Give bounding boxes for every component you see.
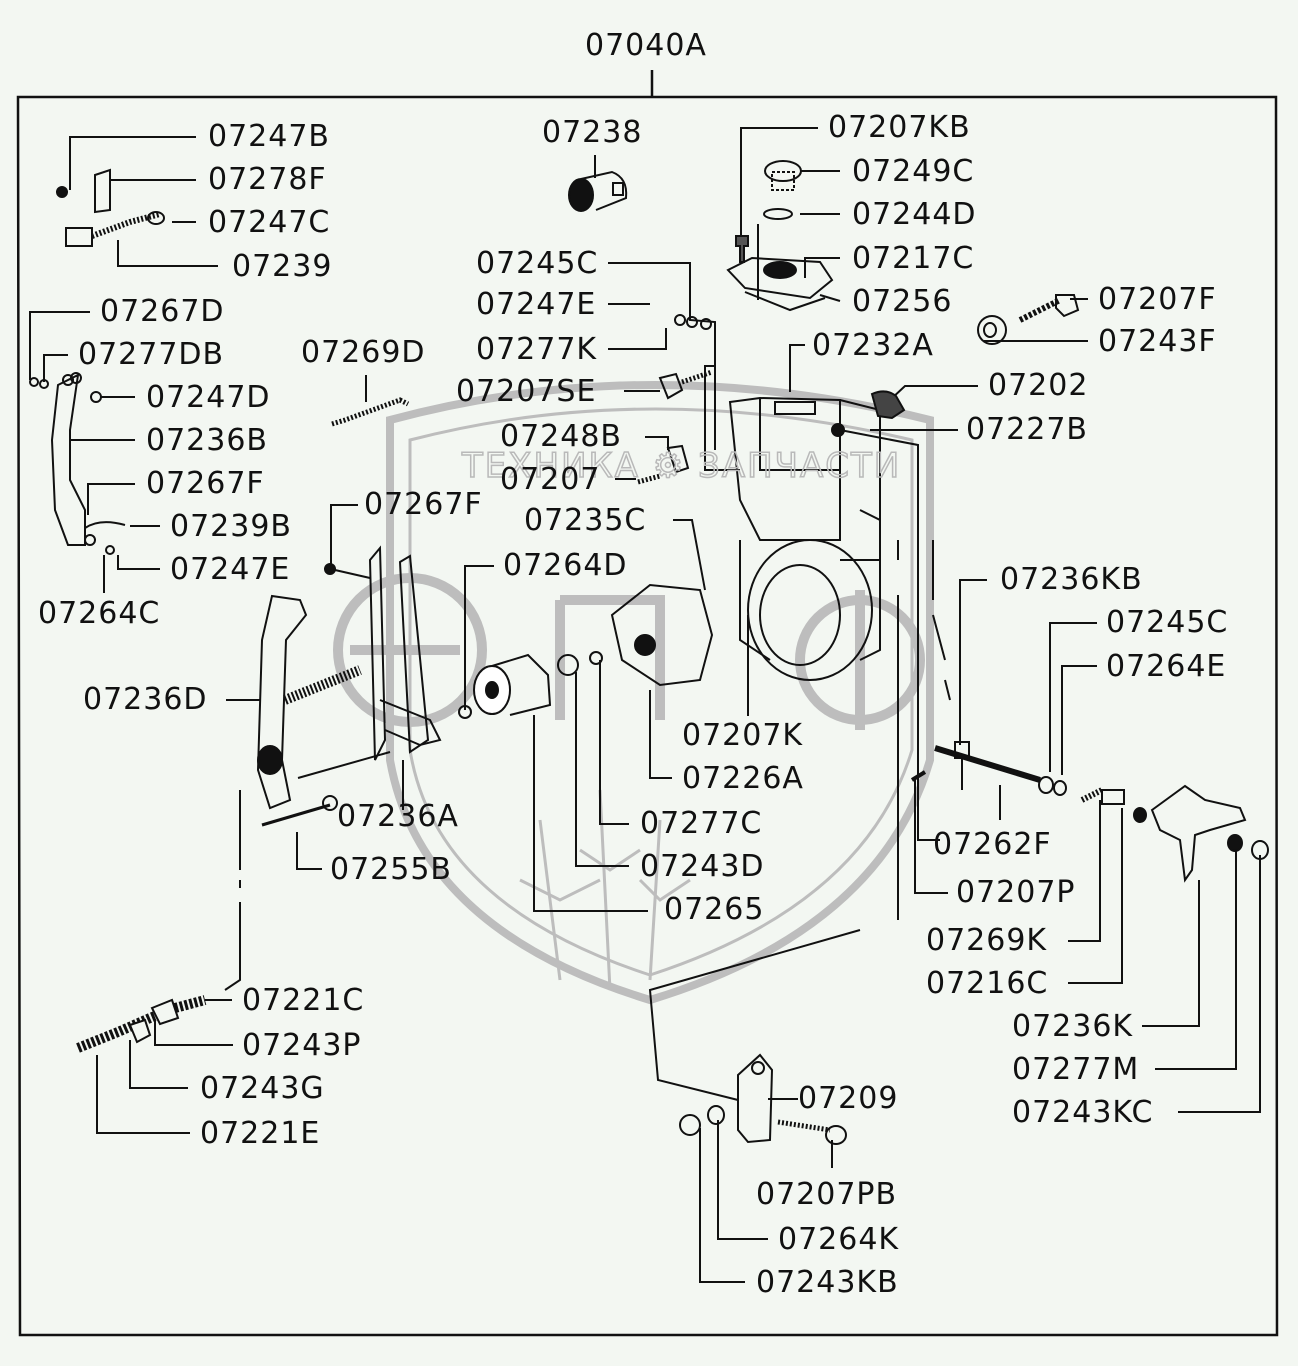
part-label[interactable]: 07207F [1098, 282, 1217, 317]
part-label[interactable]: 07248B [500, 419, 623, 454]
part-label[interactable]: 07264C [38, 596, 161, 631]
part-label[interactable]: 07239B [170, 509, 293, 544]
part-label[interactable]: 07264E [1106, 649, 1227, 684]
part-sketches [29, 160, 1269, 1145]
part-label[interactable]: 07267F [146, 466, 265, 501]
part-label[interactable]: 07244D [852, 197, 977, 232]
part-label[interactable]: 07236B [146, 423, 269, 458]
part-label[interactable]: 07264K [778, 1222, 900, 1257]
watermark-logo [333, 381, 934, 1005]
part-label[interactable]: 07221C [242, 983, 365, 1018]
part-label[interactable]: 07238 [542, 115, 643, 150]
part-label[interactable]: 07216C [926, 966, 1049, 1001]
part-label[interactable]: 07255B [330, 852, 453, 887]
part-label[interactable]: 07217C [852, 241, 975, 276]
part-label[interactable]: 07277C [640, 806, 763, 841]
part-label[interactable]: 07245C [1106, 605, 1229, 640]
part-label[interactable]: 07207P [956, 875, 1076, 910]
part-label[interactable]: 07277K [476, 332, 598, 367]
part-label[interactable]: 07267F [364, 487, 483, 522]
part-label[interactable]: 07232A [812, 328, 934, 363]
part-label[interactable]: 07269D [301, 335, 426, 370]
part-label[interactable]: 07243G [200, 1071, 325, 1106]
part-label[interactable]: 07239 [232, 249, 333, 284]
part-label[interactable]: 07243KC [1012, 1095, 1154, 1130]
part-07249C-sketch [763, 160, 802, 220]
part-label[interactable]: 07207SE [456, 374, 597, 409]
part-label[interactable]: 07227B [966, 412, 1089, 447]
part-label[interactable]: 07247D [146, 380, 271, 415]
part-label[interactable]: 07278F [208, 162, 327, 197]
part-label[interactable]: 07207KB [828, 110, 971, 145]
assembly-label[interactable]: 07040A [585, 28, 707, 63]
part-07239-sketch [56, 168, 165, 247]
part-label[interactable]: 07207 [500, 462, 601, 497]
part-label[interactable]: 07277M [1012, 1052, 1140, 1087]
part-07217C-sketch [726, 256, 834, 312]
part-label[interactable]: 07247E [476, 287, 597, 322]
part-label[interactable]: 07264D [503, 548, 628, 583]
part-label[interactable]: 07269K [926, 923, 1048, 958]
part-label[interactable]: 07243P [242, 1028, 362, 1063]
part-label[interactable]: 07243F [1098, 324, 1217, 359]
part-label[interactable]: 07236K [1012, 1009, 1134, 1044]
part-label[interactable]: 07236A [337, 799, 459, 834]
part-label[interactable]: 07209 [798, 1081, 899, 1116]
part-label[interactable]: 07277DB [78, 337, 225, 372]
assembly-frame [16, 70, 1279, 1337]
part-label[interactable]: 07249C [852, 154, 975, 189]
part-label[interactable]: 07236KB [1000, 562, 1143, 597]
part-label[interactable]: 07243D [640, 849, 765, 884]
part-label[interactable]: 07243KB [756, 1265, 899, 1300]
part-label[interactable]: 07265 [664, 892, 765, 927]
part-label[interactable]: 07207PB [756, 1177, 898, 1212]
part-07236B-sketch [29, 372, 126, 555]
watermark-text: ТЕХНИКА ⚙ ЗАПЧАСТИ [461, 445, 902, 487]
part-07238-sketch [568, 170, 628, 212]
part-label[interactable]: 07247E [170, 552, 291, 587]
part-label[interactable]: 07247B [208, 119, 331, 154]
part-07232A-sketch [728, 396, 881, 681]
part-label[interactable]: 07207K [682, 718, 804, 753]
part-label[interactable]: 07267D [100, 294, 225, 329]
part-label[interactable]: 07262F [933, 827, 1052, 862]
part-label[interactable]: 07245C [476, 246, 599, 281]
part-label[interactable]: 07256 [852, 284, 953, 319]
part-label[interactable]: 07202 [988, 368, 1089, 403]
part-label[interactable]: 07247C [208, 205, 331, 240]
part-label[interactable]: 07235C [524, 503, 647, 538]
part-label[interactable]: 07236D [83, 682, 208, 717]
part-label[interactable]: 07226A [682, 761, 804, 796]
part-label[interactable]: 07221E [200, 1116, 321, 1151]
